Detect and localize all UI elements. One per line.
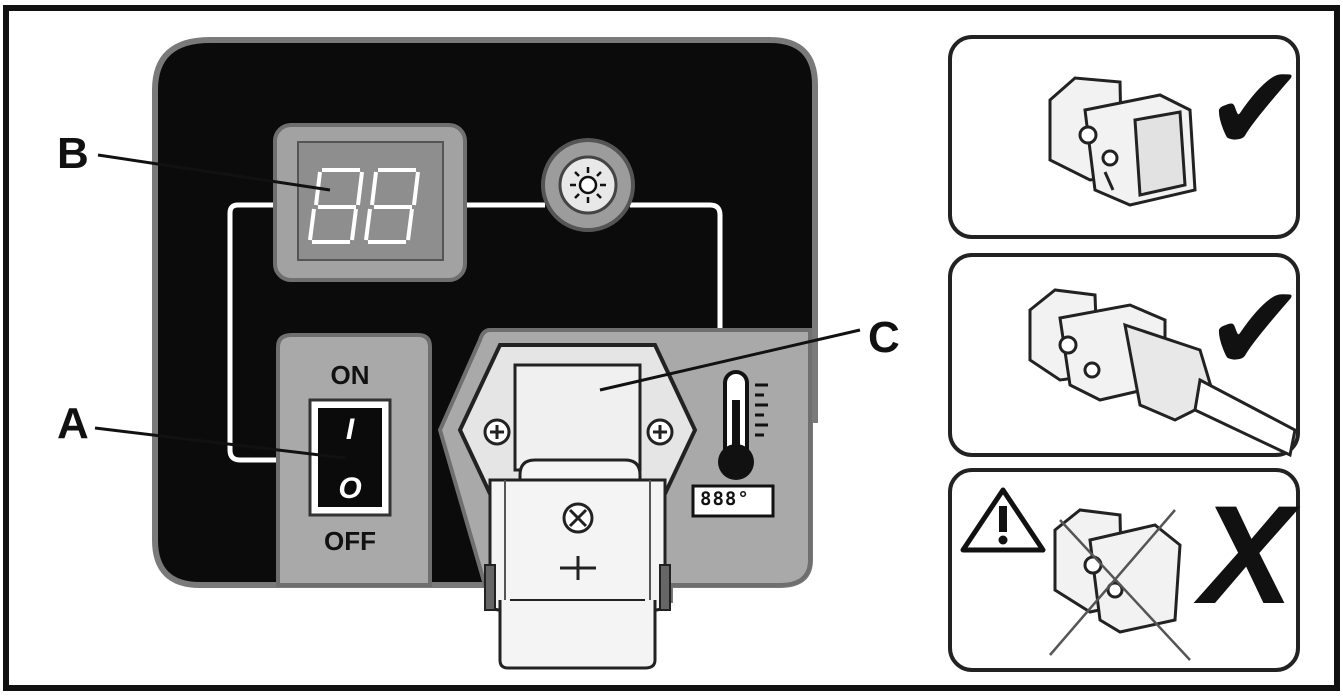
callout-a-line <box>94 426 346 460</box>
temp-readout-box <box>691 484 775 518</box>
switch-on-glyph: I <box>345 413 355 446</box>
wire-left <box>227 202 345 463</box>
temp-readout-text: 888° <box>700 488 750 510</box>
socket-lid-bottom <box>498 600 657 670</box>
switch-off-glyph: O <box>338 472 362 505</box>
warning-icon <box>960 487 1046 553</box>
wire-right <box>630 202 723 335</box>
latch-icon <box>560 556 596 580</box>
socket-correct-icon <box>1048 76 1197 207</box>
callout-label-c: C <box>868 313 900 362</box>
switch-off-label: OFF <box>324 526 376 556</box>
callout-b-line <box>97 153 331 192</box>
check-mark-1-icon: ✔ <box>1205 40 1306 179</box>
callout-label-b: B <box>57 129 89 178</box>
cross-mark-icon: X <box>1200 476 1294 633</box>
cross-out-lines <box>1049 509 1191 661</box>
thermometer-icon <box>718 370 768 480</box>
lamp-sun-icon <box>570 167 606 203</box>
callout-label-a: A <box>57 399 89 448</box>
socket-cover <box>488 478 667 612</box>
switch-on-label: ON <box>330 360 370 390</box>
socket-wrong-icon <box>1053 508 1182 634</box>
callout-c-line <box>599 328 861 392</box>
socket-cover-top <box>513 363 642 472</box>
check-mark-2-icon: ✔ <box>1205 260 1306 399</box>
plug-correct-icon <box>1028 288 1297 458</box>
